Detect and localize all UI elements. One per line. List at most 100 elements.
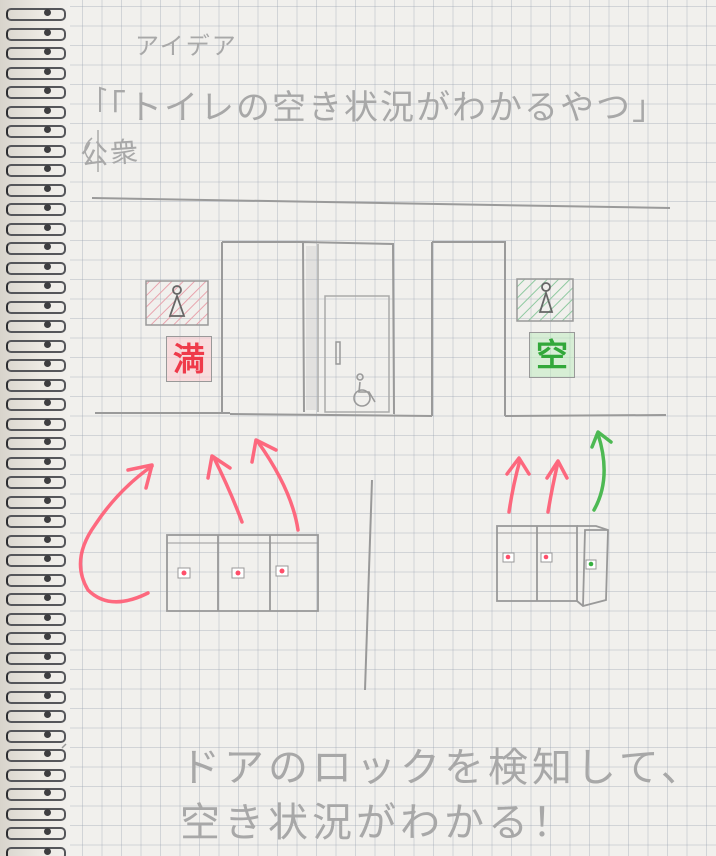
right-restroom-sign <box>516 278 574 322</box>
spiral-ring <box>6 515 66 528</box>
spiral-ring <box>6 359 66 372</box>
spiral-ring <box>6 651 66 665</box>
left-stall-block <box>166 534 319 612</box>
binding-hole <box>44 165 51 172</box>
binding-hole <box>44 184 51 192</box>
spiral-ring <box>6 339 66 353</box>
door-frame-inner-shade <box>306 246 316 410</box>
floor-line-mid <box>229 413 433 417</box>
accessible-door-frame <box>302 241 395 415</box>
binding-hole <box>44 828 51 835</box>
spiral-ring <box>6 768 66 782</box>
restroom-person-icon <box>538 282 554 313</box>
spiral-ring <box>6 242 66 255</box>
binding-hole <box>44 633 51 640</box>
spiral-ring <box>6 86 66 99</box>
spiral-ring <box>6 495 66 509</box>
binding-hole <box>44 223 51 231</box>
footer-line-1: ドアのロックを検知して、 <box>180 745 705 791</box>
binding-hole <box>44 847 51 855</box>
binding-hole <box>44 496 51 504</box>
spiral-ring <box>6 554 66 567</box>
spiral-ring <box>6 378 66 392</box>
spiral-ring <box>6 300 66 314</box>
binding-hole <box>44 457 51 465</box>
binding-hole <box>44 399 51 406</box>
binding-hole <box>44 321 51 328</box>
restroom-person-icon <box>168 285 186 317</box>
spiral-ring <box>6 281 66 294</box>
spiral-ring <box>6 183 66 197</box>
vacant-sign: 空 <box>529 332 575 378</box>
binding-hole <box>44 672 51 679</box>
header-label: アイデア <box>135 32 238 60</box>
left-restroom-sign <box>145 280 209 326</box>
binding-hole <box>44 9 51 16</box>
spiral-ring <box>6 27 66 41</box>
wheelchair-icon <box>353 373 376 407</box>
binding-hole <box>44 145 51 153</box>
spiral-ring <box>6 573 66 587</box>
accessible-door <box>324 295 390 413</box>
spiral-ring <box>6 417 66 431</box>
spiral-ring <box>6 456 66 470</box>
binding-hole <box>44 126 51 133</box>
spiral-ring <box>6 788 66 801</box>
binding-hole <box>44 48 51 55</box>
left-stall-locks <box>177 565 289 579</box>
spiral-ring <box>6 398 66 411</box>
spiral-ring <box>6 827 66 840</box>
binding-hole <box>44 808 51 816</box>
footer-line-2: 空き状況がわかる！ <box>180 800 576 846</box>
binding-hole <box>44 87 51 94</box>
floor-line-right <box>504 414 667 417</box>
right-stall-block <box>496 525 609 607</box>
ceiling-line <box>91 197 671 209</box>
spiral-ring <box>6 690 66 704</box>
location-bracket <box>84 130 99 172</box>
binding-hole <box>44 769 51 777</box>
spiral-ring <box>6 320 66 333</box>
spiral-ring <box>6 47 66 60</box>
spiral-ring <box>6 534 66 548</box>
binding-hole <box>44 67 51 75</box>
spiral-ring <box>6 671 66 684</box>
binding-hole <box>44 594 51 601</box>
binding-hole <box>44 750 51 757</box>
binding-hole <box>44 262 51 270</box>
binding-hole <box>44 28 51 36</box>
binding-hole <box>44 535 51 543</box>
binding-hole <box>44 360 51 367</box>
spiral-ring <box>6 710 66 723</box>
spiral-ring <box>6 8 66 21</box>
spiral-ring <box>6 66 66 80</box>
binding-hole <box>44 282 51 289</box>
spiral-ring <box>6 593 66 606</box>
vacant-arrow <box>590 430 613 512</box>
binding-hole <box>44 438 51 445</box>
binding-hole <box>44 301 51 309</box>
left-restroom-wall <box>221 241 303 413</box>
binding-hole <box>44 711 51 718</box>
binding-hole <box>44 340 51 348</box>
spiral-ring <box>6 476 66 489</box>
spiral-ring <box>6 203 66 216</box>
spiral-ring <box>6 846 66 856</box>
spiral-ring <box>6 749 66 762</box>
spiral-ring <box>6 729 66 743</box>
binding-hole <box>44 555 51 562</box>
binding-hole <box>44 477 51 484</box>
door-handle <box>335 341 341 365</box>
title-bracket <box>99 86 107 112</box>
margin-mark <box>61 743 67 749</box>
occupied-arrows-left <box>78 438 300 604</box>
right-restroom-wall <box>431 241 506 416</box>
binding-hole <box>44 106 51 114</box>
spiral-ring <box>6 125 66 138</box>
spiral-ring <box>6 144 66 158</box>
spiral-ring <box>6 261 66 275</box>
right-stall-locks <box>502 552 597 570</box>
binding-hole <box>44 516 51 523</box>
